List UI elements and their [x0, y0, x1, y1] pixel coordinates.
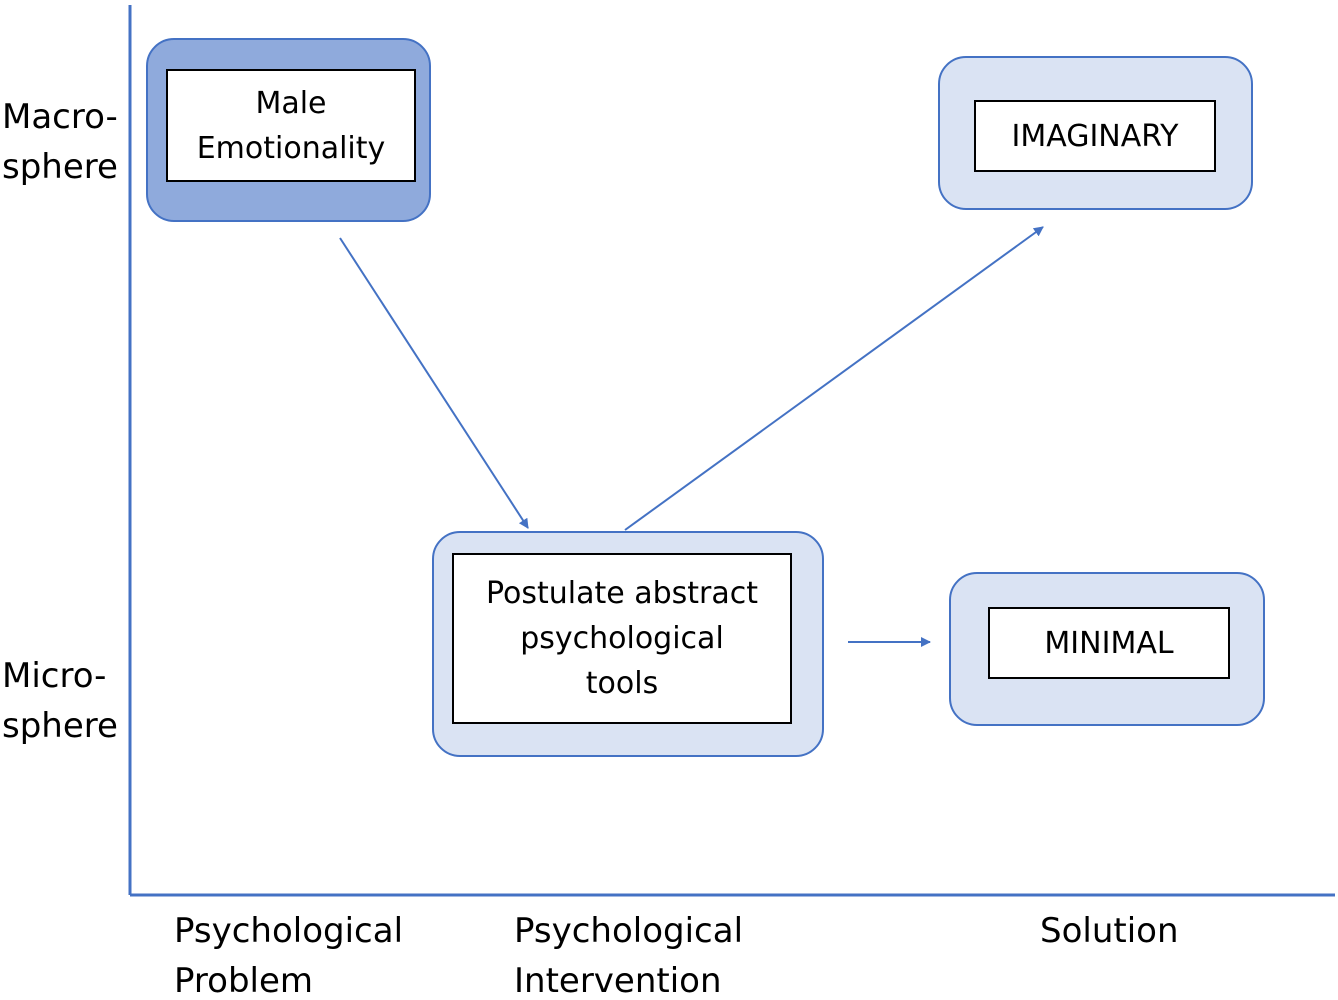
y-axis-label-micro: Micro- sphere: [2, 656, 118, 746]
imaginary-node: IMAGINARY: [938, 56, 1253, 210]
problem-node-label: Male Emotionality: [166, 69, 416, 182]
x-axis-label-intervention: Psychological Intervention: [514, 911, 744, 1000]
intervention-node: Postulate abstract psychological tools: [432, 531, 824, 757]
minimal-node-label: MINIMAL: [988, 607, 1230, 679]
y-axis-label-macro: Macro- sphere: [2, 97, 118, 187]
imaginary-node-label: IMAGINARY: [974, 100, 1216, 172]
x-axis-label-problem: Psychological Problem: [174, 911, 404, 1000]
problem-node: Male Emotionality: [146, 38, 431, 222]
minimal-node: MINIMAL: [949, 572, 1265, 726]
x-axis-label-solution: Solution: [1040, 911, 1179, 951]
arrow-problem-to-intervention: [339, 237, 529, 529]
arrow-intervention-to-imaginary: [624, 226, 1044, 531]
intervention-node-label: Postulate abstract psychological tools: [452, 553, 792, 724]
